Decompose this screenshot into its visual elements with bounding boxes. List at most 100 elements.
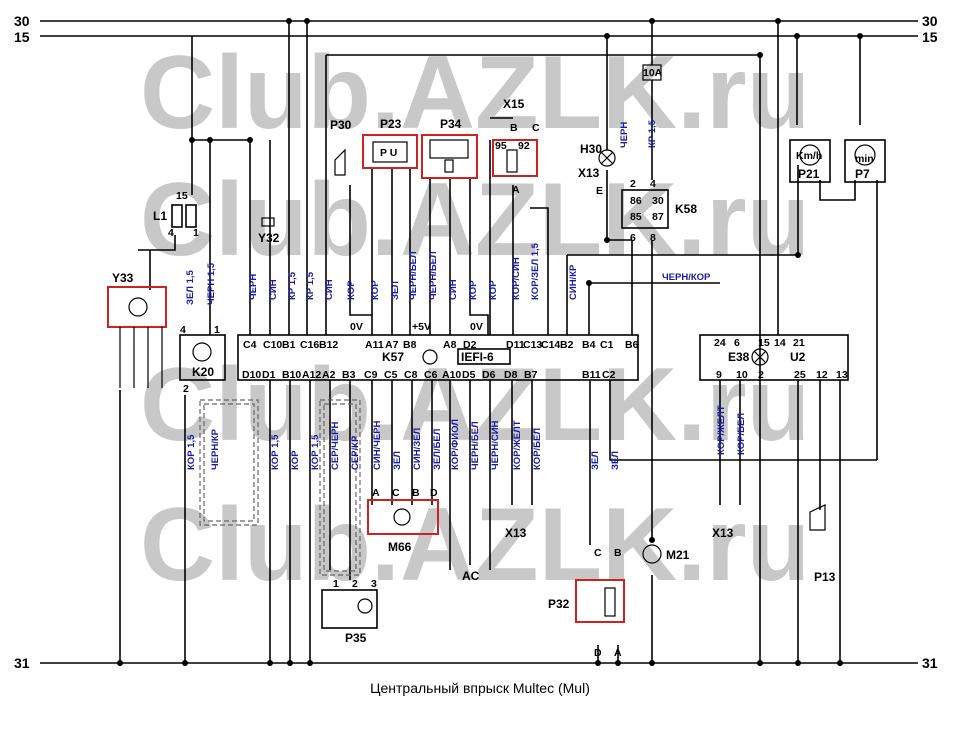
wire-labels: ЗЕЛ 1,5 ЧЕРН 1,5 ЧЕРН КР 1,5 ЧЕРН/КОР КО…	[185, 119, 747, 470]
l1-label: L1	[153, 209, 167, 223]
watermark-1: Club.AZLK.ru	[140, 35, 810, 151]
wire-top-12: КОР	[488, 280, 499, 300]
wire-top-10: СИН	[448, 279, 459, 300]
p7-box	[844, 139, 886, 183]
svg-text:85: 85	[630, 211, 642, 223]
svg-text:B: B	[412, 487, 420, 499]
ecu-pin-c13: C13	[523, 339, 542, 351]
wire-bottom-5: СЕР/ЧЕРН	[330, 421, 341, 470]
p34-label: P34	[440, 117, 462, 131]
ac-label: AC	[462, 569, 480, 583]
wire-bottom-17: ЗЕЛ	[610, 451, 621, 470]
k20-transistor-icon	[192, 342, 212, 362]
ecu-pin-b4: B4	[582, 339, 596, 351]
y33-icon	[128, 297, 148, 317]
connector-x15: X15 95 92 B C A	[492, 97, 540, 196]
x15-label: X15	[503, 97, 525, 111]
svg-text:2: 2	[630, 178, 636, 190]
ecu-pin-b1: B1	[282, 339, 296, 351]
p7-min: min	[855, 153, 874, 165]
u2-pin-9: 9	[716, 369, 722, 381]
wire-bottom-1: ЧЕРН/КР	[210, 428, 221, 470]
k58-label: K58	[675, 202, 697, 216]
p35-label: P35	[345, 631, 367, 645]
x13-label-mid: X13	[505, 526, 527, 540]
ecu-pin-c4: C4	[243, 339, 257, 351]
p13-sensor-icon	[809, 504, 826, 531]
svg-text:86: 86	[630, 195, 642, 207]
m21-label: M21	[666, 548, 690, 562]
u2-pin-2: 2	[758, 369, 764, 381]
wire-top-8: ЧЕРН/БЕЛ	[408, 251, 419, 300]
ecu-pin-b11: B11	[582, 369, 601, 381]
ecu-pin-d11: D11	[506, 339, 525, 351]
sensor-p34: P34	[421, 117, 478, 179]
h30-lamp-icon	[598, 149, 616, 167]
u2-pin-15: 15	[758, 337, 770, 349]
ecu-pin-a10: A10	[442, 369, 461, 381]
wire-top-6: КОР	[370, 280, 381, 300]
u2-pin-24: 24	[714, 337, 726, 349]
u2-pin-13: 13	[836, 369, 848, 381]
svg-text:A: A	[372, 487, 380, 499]
ecu-k57-label: K57	[382, 350, 404, 364]
p35-box	[321, 589, 378, 629]
sensor-p13: P13	[809, 504, 836, 584]
m66-label: M66	[388, 540, 412, 554]
valve-y32: Y32	[258, 217, 280, 245]
x13-label-right: X13	[712, 526, 734, 540]
ecu-pin-b8: B8	[403, 339, 417, 351]
svg-text:A: A	[512, 184, 520, 196]
y32-label: Y32	[258, 231, 280, 245]
rail-31-label-right: 31	[922, 655, 938, 671]
wire-top-9: ЧЕРН/БЕЛ	[428, 251, 439, 300]
rail-15-label-left: 15	[14, 29, 30, 45]
wire-bottom-16: ЗЕЛ	[590, 451, 601, 470]
svg-text:B: B	[614, 547, 622, 559]
wire-top-15: СИН/КР	[568, 264, 579, 300]
ecu-pin-c6: C6	[424, 369, 438, 381]
p23-sensor-icon	[372, 141, 408, 163]
x13-label-top: X13	[578, 166, 600, 180]
wire-bottom-8: ЗЕЛ	[392, 451, 403, 470]
volt-5v: +5V	[412, 321, 431, 333]
u2-box	[699, 334, 849, 381]
sensor-p7: min P7	[844, 139, 886, 183]
u2-label: U2	[790, 350, 806, 364]
module-k20: K20 4 1 2	[179, 324, 226, 395]
wire-top-4: СИН	[324, 279, 335, 300]
svg-text:4: 4	[180, 324, 186, 336]
e38-label: E38	[728, 350, 750, 364]
svg-text:2: 2	[352, 578, 358, 590]
u2-pin-10: 10	[736, 369, 748, 381]
y33-label: Y33	[112, 271, 134, 285]
wire-top-0: ЧЕРН	[248, 274, 259, 300]
wire-top-1: СИН	[268, 279, 279, 300]
watermark-2: Club.AZLK.ru	[140, 162, 810, 278]
speedo-icon	[799, 144, 821, 166]
m66-valve-icon	[393, 508, 411, 526]
volt-0v-b: 0V	[470, 321, 483, 333]
ecu-pin-d1: D1	[262, 369, 276, 381]
rail-30-label-left: 30	[14, 13, 30, 29]
x15-resistor-icon	[506, 149, 518, 173]
ecu-pin-d6: D6	[482, 369, 496, 381]
shield-p35-inner	[323, 403, 357, 572]
wire-bottom-10: ЗЕЛ/БЕЛ	[432, 428, 443, 470]
ecu-pin-b2: B2	[560, 339, 574, 351]
rail-30-label-right: 30	[922, 13, 938, 29]
ecu-pin-c8: C8	[404, 369, 418, 381]
diagram-caption: Центральный впрыск Multec (Mul)	[370, 680, 590, 696]
k20-box	[179, 334, 226, 381]
p30-label: P30	[330, 118, 352, 132]
svg-text:1: 1	[214, 324, 220, 336]
distributor-y33: Y33	[107, 271, 167, 388]
wire-top-2: КР 1,5	[287, 271, 298, 300]
ecu-pin-c16: C16	[300, 339, 319, 351]
ecu-pin-c10: C10	[263, 339, 282, 351]
u2-pin-25: 25	[794, 369, 806, 381]
p34-highlight	[421, 134, 478, 179]
svg-text:D: D	[430, 487, 438, 499]
lamp-h30: H30 X13 E	[578, 142, 616, 197]
